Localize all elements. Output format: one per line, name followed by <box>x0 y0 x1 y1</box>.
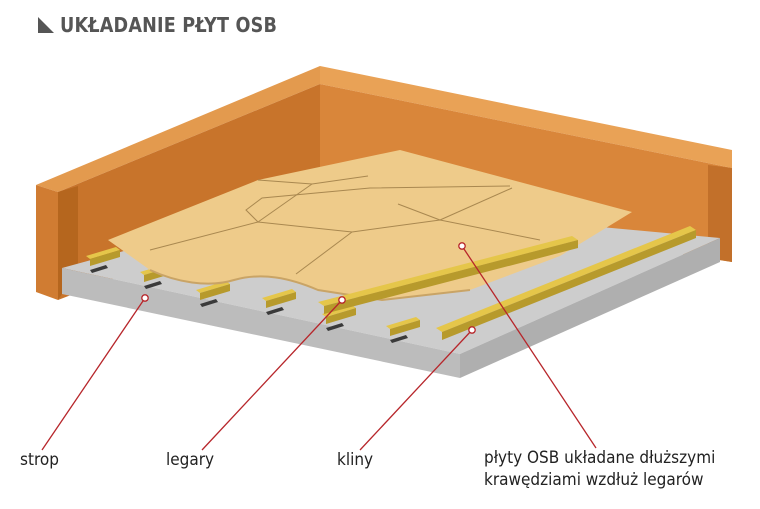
wedge <box>90 265 108 273</box>
joist-end-side <box>200 284 230 300</box>
marker-plyty <box>458 242 466 250</box>
label-osb-line-1: płyty OSB układane dłuższymi <box>484 448 716 468</box>
front-joists <box>318 226 696 340</box>
marker-strop <box>141 294 149 302</box>
label-osb-boards: płyty OSB układane dłuższymi krawędziami… <box>484 447 715 491</box>
leader-strop <box>41 297 146 451</box>
page-title: UKŁADANIE PŁYT OSB <box>60 13 278 37</box>
joist-end <box>196 281 230 293</box>
corner-triangle-icon <box>38 17 54 33</box>
wedge <box>200 299 218 307</box>
leader-lines <box>41 242 597 451</box>
wall <box>36 66 732 300</box>
wedges <box>90 265 408 343</box>
joist-end <box>262 289 296 301</box>
joist-end-side <box>390 320 420 336</box>
label-legary: legary <box>166 450 215 470</box>
marker-kliny <box>468 326 476 334</box>
joist-end-side <box>90 250 120 266</box>
wedge <box>390 335 408 343</box>
title-block: UKŁADANIE PŁYT OSB <box>38 10 307 40</box>
label-strop: strop <box>20 450 59 470</box>
joist-end <box>322 305 356 317</box>
marker-legary <box>338 296 346 304</box>
joist-end-side <box>266 292 296 308</box>
joists <box>86 247 420 336</box>
wedge <box>266 307 284 315</box>
joist-end <box>386 317 420 329</box>
label-osb-line-2: krawędziami wzdłuż legarów <box>484 470 704 490</box>
wedge <box>326 323 344 331</box>
leader-kliny <box>359 329 473 451</box>
leader-plyty <box>461 245 597 449</box>
wedge <box>144 281 162 289</box>
leader-legary <box>201 299 343 451</box>
label-kliny: kliny <box>337 450 374 470</box>
joist-end-side <box>326 308 356 324</box>
joist-end <box>86 247 120 259</box>
